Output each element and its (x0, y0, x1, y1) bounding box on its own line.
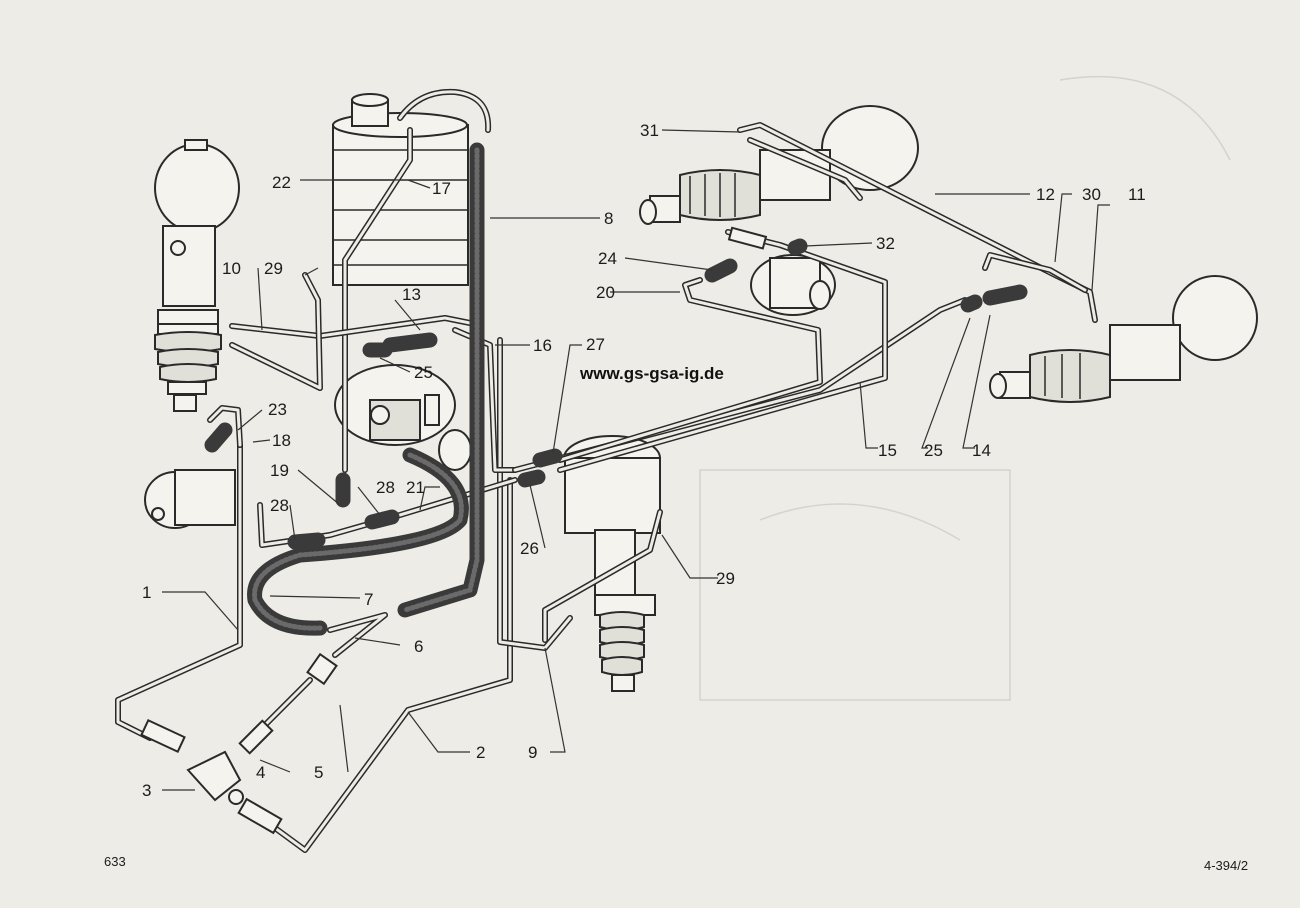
fittings (140, 226, 768, 835)
drawing-reference: 4-394/2 (1204, 858, 1248, 873)
callout-1: 1 (142, 583, 151, 602)
fluid-reservoir (332, 88, 492, 286)
callout-3: 3 (142, 781, 151, 800)
callout-19: 19 (270, 461, 289, 480)
callout-7: 7 (364, 590, 373, 609)
callout-15: 15 (878, 441, 897, 460)
website-url: www.gs-gsa-ig.de (579, 364, 724, 383)
left-accumulator (154, 139, 240, 412)
callout-25-right: 25 (924, 441, 943, 460)
callout-22: 22 (272, 173, 291, 192)
callout-5: 5 (314, 763, 323, 782)
callout-32: 32 (876, 234, 895, 253)
callout-27: 27 (586, 335, 605, 354)
callout-24: 24 (598, 249, 617, 268)
callout-29-left: 29 (264, 259, 283, 278)
callout-14: 14 (972, 441, 991, 460)
callout-16: 16 (533, 336, 552, 355)
page-number: 633 (104, 854, 126, 869)
callout-12: 12 (1036, 185, 1055, 204)
callout-30: 30 (1082, 185, 1101, 204)
callout-10: 10 (222, 259, 241, 278)
callout-29-right: 29 (716, 569, 735, 588)
pressure-regulator (334, 364, 472, 471)
callout-26: 26 (520, 539, 539, 558)
callout-28-left: 28 (270, 496, 289, 515)
rear-brake-unit-upper (639, 105, 919, 225)
callout-11: 11 (1128, 185, 1146, 204)
callout-8: 8 (604, 209, 613, 228)
callout-6: 6 (414, 637, 423, 656)
callout-20: 20 (596, 283, 615, 302)
rear-brake-unit-lower (989, 275, 1258, 403)
height-corrector (750, 254, 836, 316)
callout-17: 17 (432, 179, 451, 198)
callout-13: 13 (402, 285, 421, 304)
callout-25-left: 25 (414, 363, 433, 382)
leader-lines (162, 129, 1110, 791)
callout-2: 2 (476, 743, 485, 762)
callout-23: 23 (268, 400, 287, 419)
callout-labels: 1 2 3 4 5 6 7 8 9 10 11 12 13 14 15 16 1… (142, 121, 1146, 800)
front-suspension-cylinder (563, 435, 661, 692)
callout-18: 18 (272, 431, 291, 450)
background-ghost (699, 76, 1231, 701)
callout-28-right: 28 (376, 478, 395, 497)
callout-31: 31 (640, 121, 659, 140)
left-pump (144, 469, 236, 529)
hoses (204, 142, 1028, 636)
callout-4: 4 (256, 763, 265, 782)
callout-21: 21 (406, 478, 425, 497)
callout-9: 9 (528, 743, 537, 762)
